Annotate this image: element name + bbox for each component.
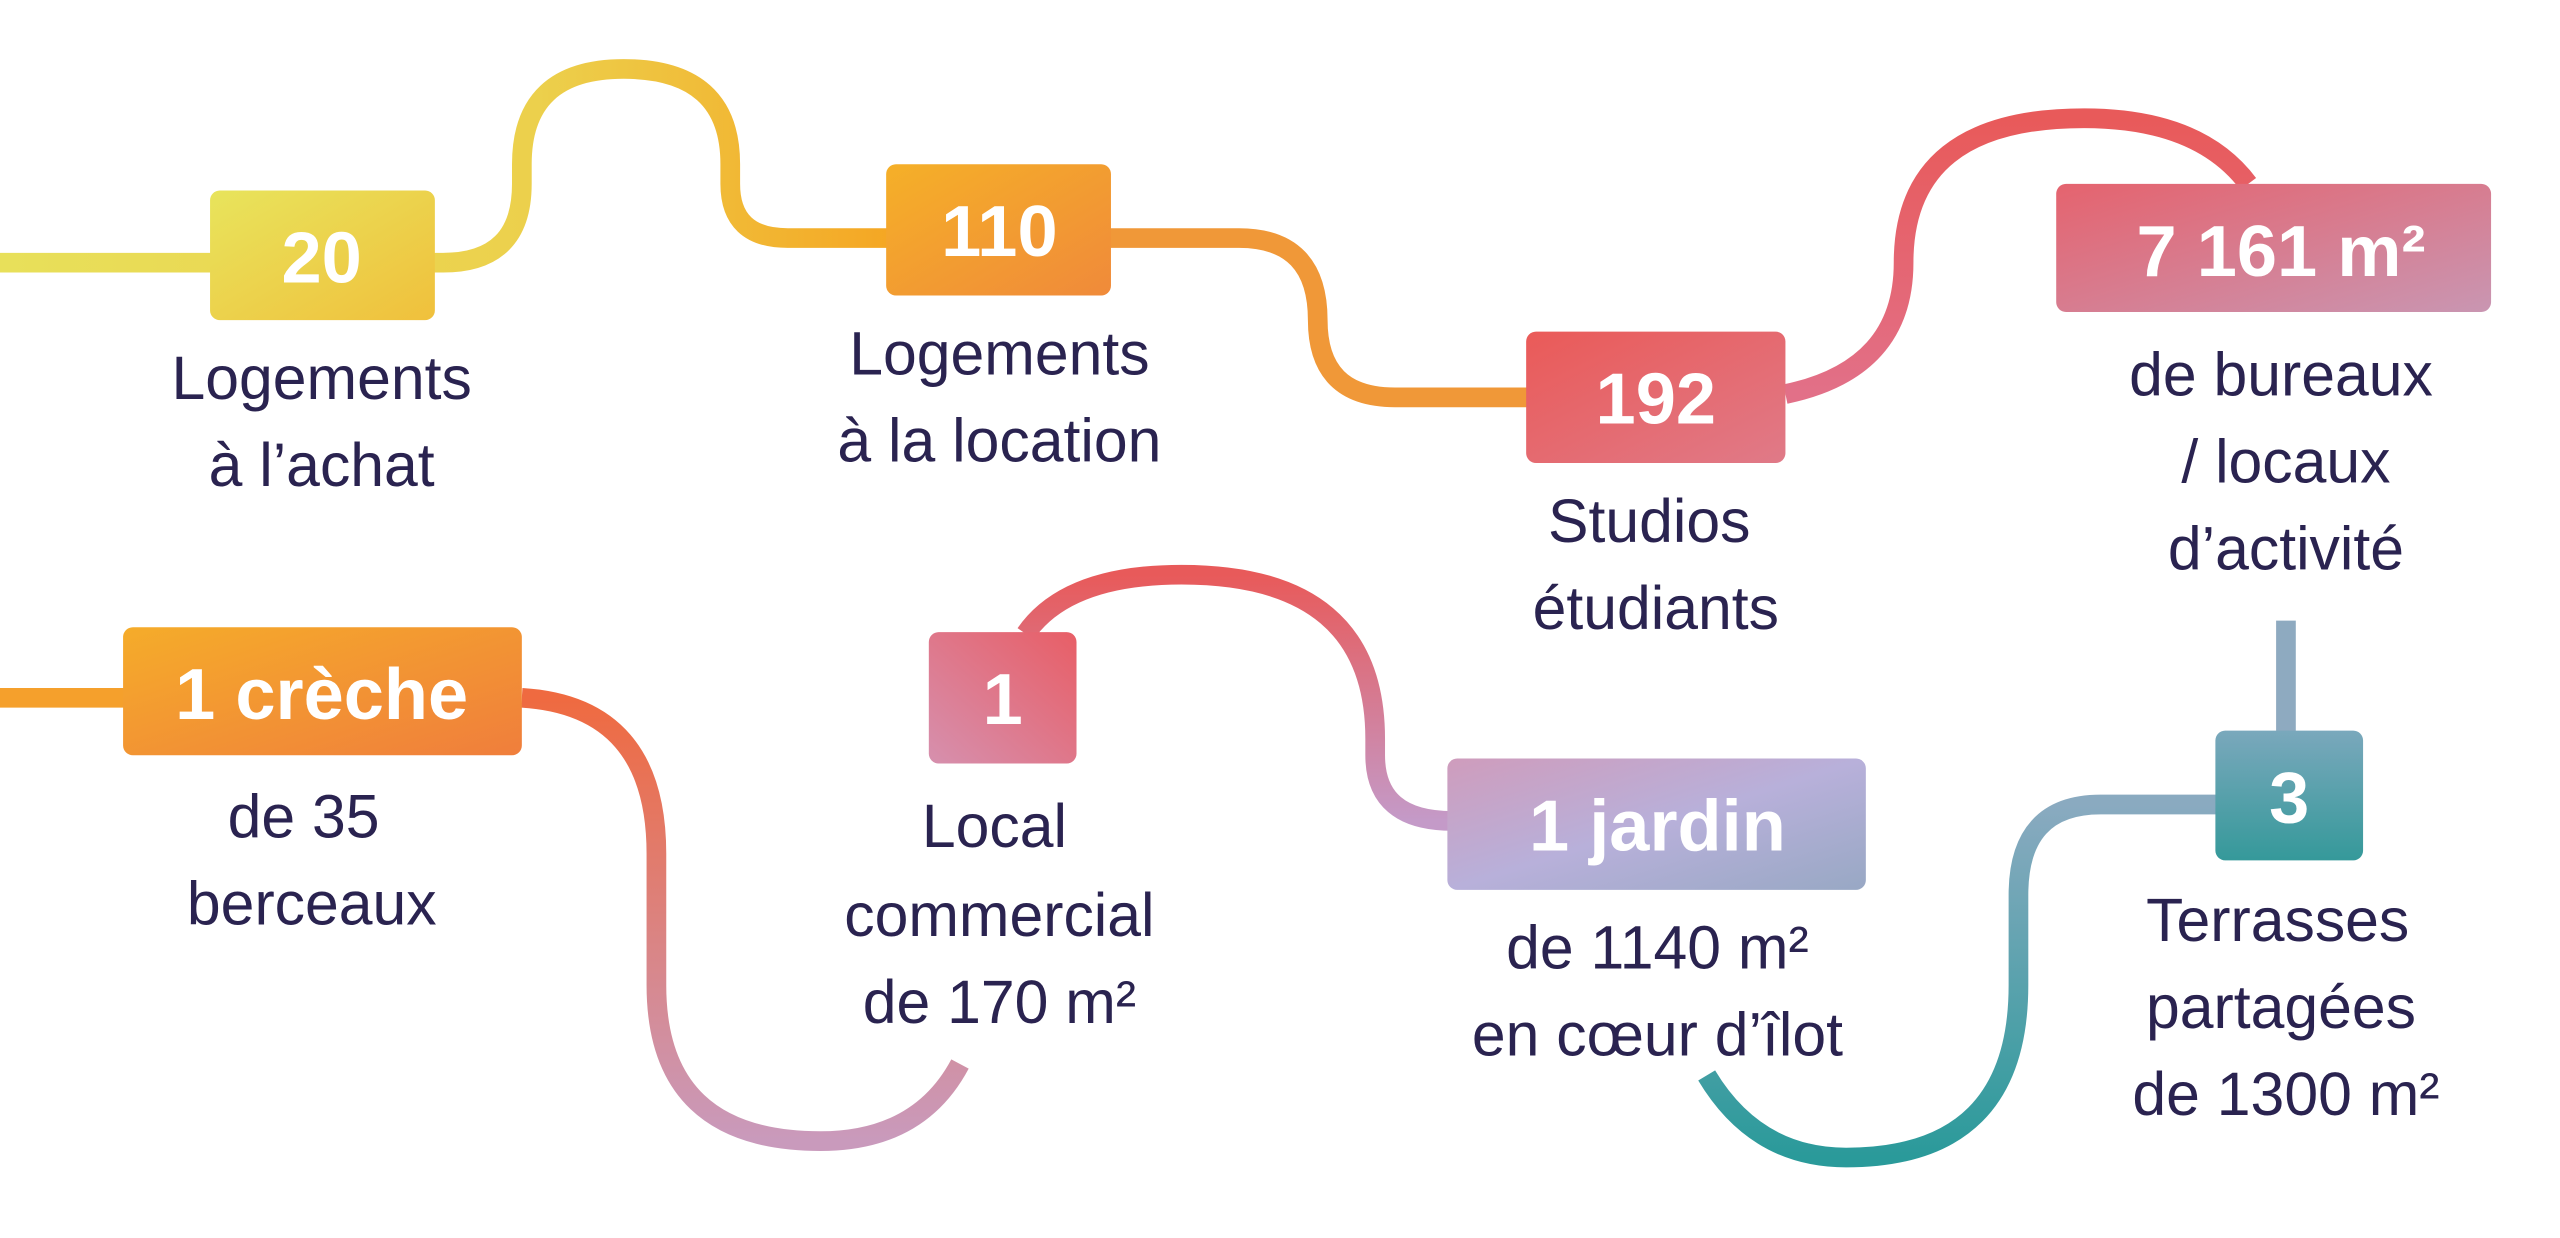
stat-bureaux: 7 161 m² de bureaux / locaux d’activité (2056, 183, 2492, 583)
stat-label: Terrasses (2146, 886, 2409, 954)
stat-value: 1 (983, 660, 1023, 740)
connector-path (521, 687, 969, 1151)
stat-label: de 170 m² (863, 968, 1136, 1036)
stat-label: Logements (171, 344, 471, 412)
stat-label: en cœur d’îlot (1472, 1001, 1843, 1069)
stat-label: de 1300 m² (2132, 1060, 2439, 1128)
stat-value: 20 (281, 218, 361, 298)
stat-value: 3 (2269, 759, 2309, 839)
stat-terrasses: 3 Terrasses partagées de 1300 m² (2132, 730, 2439, 1128)
stat-label: Studios (1548, 487, 1750, 555)
stat-value: 1 jardin (1529, 786, 1786, 866)
stat-label: / locaux (2181, 428, 2390, 496)
stat-label: de 35 (228, 782, 380, 850)
stat-label: d’activité (2168, 515, 2404, 583)
stat-label: à la location (837, 406, 1161, 474)
stat-label: partagées (2146, 973, 2416, 1041)
connector-path (1698, 794, 2219, 1168)
connector-path (1099, 228, 1535, 408)
stat-value: 192 (1596, 360, 1716, 440)
stat-logements-achat: 20 Logements à l’achat (171, 190, 472, 499)
stat-box (928, 632, 1077, 764)
stat-value: 7 161 m² (2137, 212, 2426, 292)
stat-jardin: 1 jardin de 1140 m² en cœur d’îlot (1447, 758, 1866, 1069)
stat-box (123, 627, 522, 756)
stat-value: 110 (941, 192, 1057, 272)
stat-studios: 192 Studios étudiants (1526, 331, 1786, 642)
stat-label: berceaux (187, 869, 437, 937)
stat-box (886, 164, 1111, 296)
stat-box (2215, 730, 2364, 861)
connector-path (1783, 108, 2257, 404)
stat-box (1526, 331, 1786, 464)
connector-path (1017, 564, 1453, 831)
stat-local-commercial: 1 Local commercial de 170 m² (844, 632, 1155, 1036)
stat-value: 1 crèche (175, 655, 468, 735)
stat-label: étudiants (1533, 574, 1779, 642)
stat-box (210, 190, 435, 321)
stat-box (1447, 758, 1866, 890)
stat-label: de 1140 m² (1506, 914, 1809, 982)
stat-label: de bureaux (2129, 341, 2433, 409)
connector-path (0, 59, 895, 273)
stat-label: Logements (849, 319, 1149, 387)
stat-label: à l’achat (209, 431, 435, 499)
stat-logements-location: 110 Logements à la location (837, 164, 1161, 474)
stat-label: Local (922, 792, 1067, 860)
stat-label: commercial (844, 881, 1154, 949)
stat-box (2056, 183, 2492, 312)
stat-creche: 1 crèche de 35 berceaux (123, 627, 522, 937)
